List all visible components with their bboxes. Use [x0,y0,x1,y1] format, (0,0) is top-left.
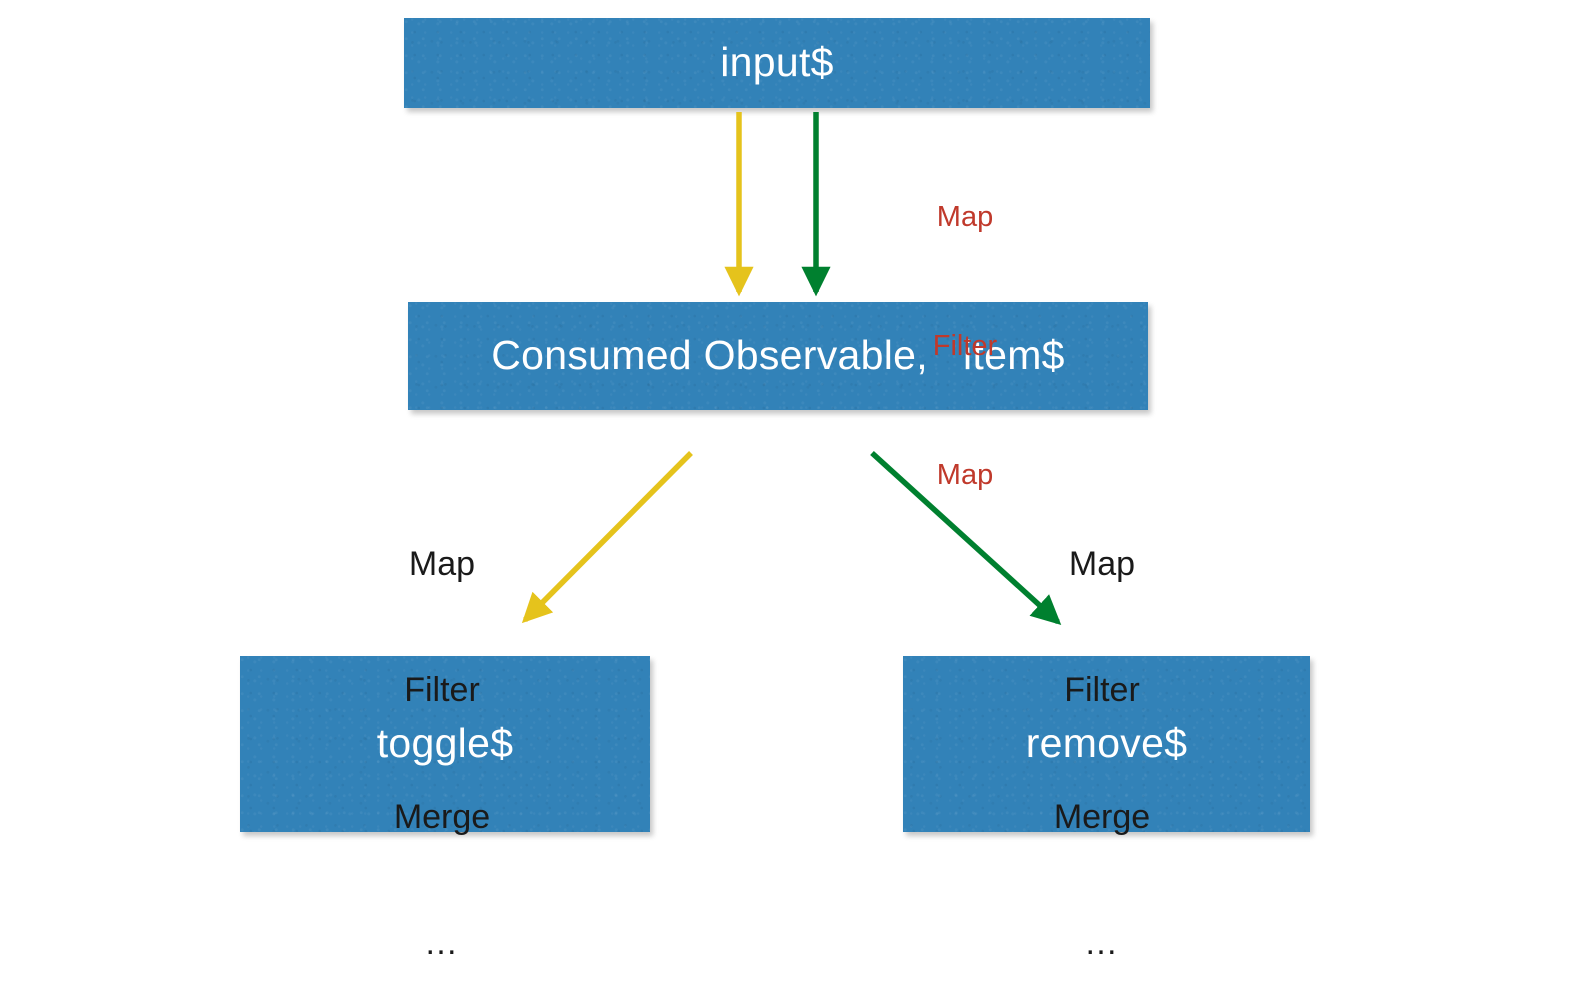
node-consumed-observable[interactable]: Consumed Observable, item$ [408,302,1148,410]
node-input-observable[interactable]: input$ [404,18,1150,108]
operator-labels-top: Map Filter Map [882,120,1048,574]
operator-label-left-1: Map [408,545,476,583]
node-remove-observable[interactable]: remove$ [903,656,1310,832]
node-remove-observable-label: remove$ [1025,720,1188,767]
edge-consumed-to-toggle [521,451,693,624]
operator-label-right-3: Merge [1053,797,1151,836]
node-input-observable-label: input$ [720,39,834,86]
node-consumed-observable-label: Consumed Observable, item$ [491,332,1065,379]
operator-label-left-2: Filter [404,671,480,710]
operator-label-top-2: Filter [932,330,998,363]
operator-label-top-1: Map [936,201,994,233]
operator-label-top-3: Map [936,459,994,492]
node-toggle-observable[interactable]: toggle$ [240,656,650,832]
node-toggle-observable-label: toggle$ [376,720,514,767]
operator-labels-right: Map Filter Merge … [1012,462,1192,992]
operator-label-left-3: Merge [393,797,491,836]
operator-label-right-1: Map [1068,545,1136,583]
operator-label-right-4: … [1084,923,1120,962]
operator-label-right-2: Filter [1064,671,1140,710]
operator-labels-left: Map Filter Merge … [352,462,532,992]
operator-label-left-4: … [424,923,460,962]
